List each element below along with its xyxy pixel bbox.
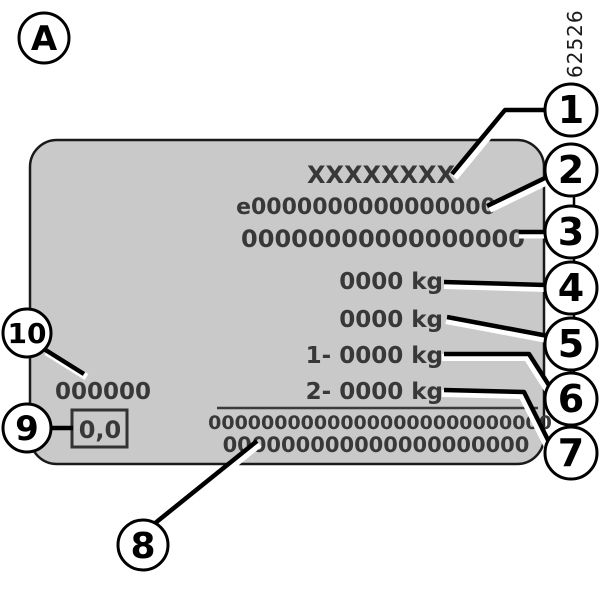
view-label-badge [17, 11, 71, 65]
plate-line-5: 0000 kg [339, 307, 443, 333]
callout-6 [543, 371, 599, 427]
leader-line-10 [42, 347, 86, 376]
plate-line-7: 2- 0000 kg [306, 379, 443, 405]
callout-2 [543, 142, 599, 198]
callout-5-label: 5 [558, 322, 584, 366]
callout-8 [116, 518, 170, 572]
callout-3-label: 3 [558, 210, 584, 254]
plate-line-1: XXXXXXXX [307, 161, 456, 189]
leader-line-5 [446, 314, 549, 339]
leader-lines [42, 107, 554, 530]
leader-line-2 [486, 173, 550, 209]
callout-4-label: 4 [558, 266, 584, 310]
callout-1-label: 1 [558, 88, 584, 132]
leader-line-8 [152, 439, 259, 526]
callout-8-label: 8 [130, 526, 155, 567]
plate-line-6: 1- 0000 kg [306, 343, 443, 369]
identification-plate [28, 138, 546, 466]
leader-line-1 [450, 107, 545, 176]
callout-9-label: 9 [15, 409, 39, 449]
plate-line-3: 00000000000000000 [241, 225, 525, 253]
plate-line-2: e0000000000000000 [236, 195, 496, 220]
callout-1 [543, 82, 599, 138]
plate-boxed-value: 0,0 [79, 416, 122, 444]
callout-2-label: 2 [558, 148, 584, 192]
leader-line-4 [443, 279, 546, 288]
callout-10 [1, 307, 53, 359]
plate-bottom-line-2: 000000000000000000000 [223, 433, 530, 457]
callout-5 [543, 316, 599, 372]
callout-6-label: 6 [558, 377, 584, 421]
view-label: A [31, 19, 58, 59]
plate-line-4: 0000 kg [339, 269, 443, 295]
callout-10-label: 10 [8, 317, 47, 350]
callout-3 [543, 204, 599, 260]
callout-7 [543, 425, 599, 481]
figure-number: 62526 [563, 9, 587, 78]
plate-bottom-line-1: 00000000000000000000000000 [208, 412, 552, 434]
leader-line-6 [444, 351, 554, 392]
callout-9 [1, 402, 53, 454]
leader-line-7 [443, 387, 552, 444]
plate-left-code: 000000 [55, 379, 151, 405]
callout-4 [543, 260, 599, 316]
callout-7-label: 7 [558, 431, 584, 475]
